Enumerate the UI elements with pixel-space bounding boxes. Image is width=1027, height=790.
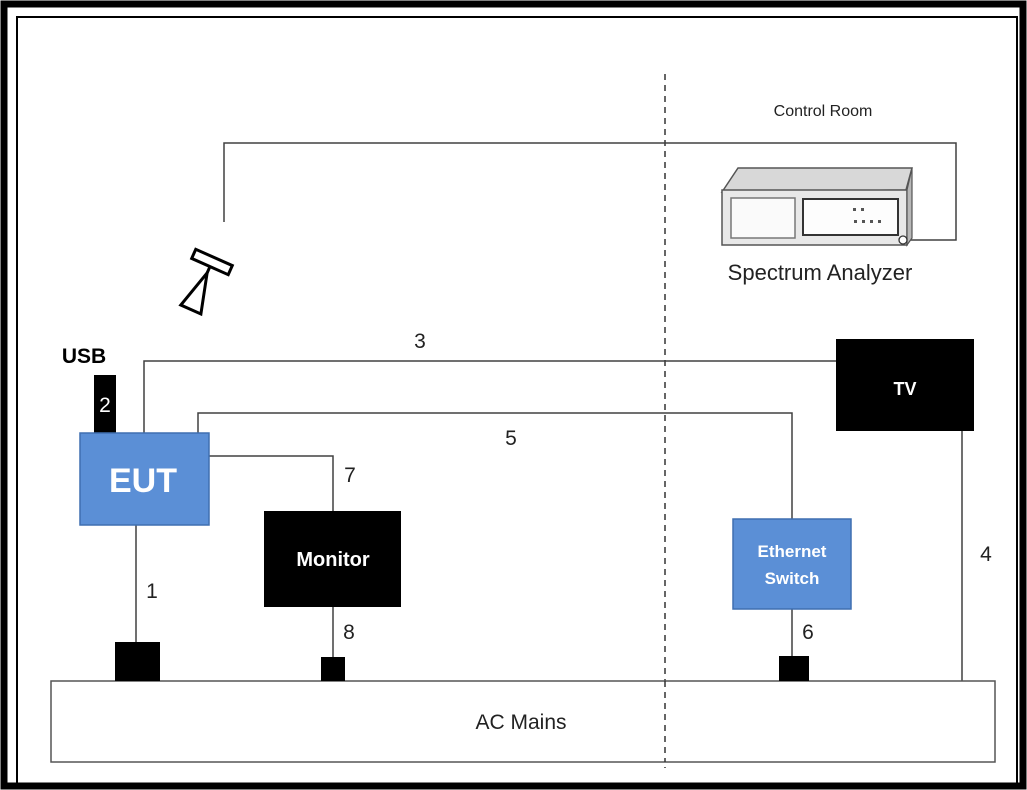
spectrum-analyzer-label: Spectrum Analyzer <box>728 260 913 285</box>
ac-mains-bar <box>50 680 996 763</box>
cable-7-label: 7 <box>344 464 356 487</box>
monitor-power-plug <box>321 657 345 681</box>
cable-8-label: 8 <box>343 621 355 644</box>
cable-5-label: 5 <box>505 427 517 450</box>
cable-5 <box>197 412 793 519</box>
monitor-label: Monitor <box>296 549 370 571</box>
ethernet-switch-label-1: Ethernet <box>758 542 827 561</box>
switch-power-plug <box>779 656 809 681</box>
control-room-label: Control Room <box>774 103 873 120</box>
ethernet-switch-box <box>732 518 852 610</box>
cable-1-label: 1 <box>146 580 158 603</box>
usb-label: USB <box>62 345 106 368</box>
usb-device <box>94 375 116 435</box>
tv-box <box>836 339 974 431</box>
cable-4-label: 4 <box>980 543 992 566</box>
ac-mains-label: AC Mains <box>475 711 566 734</box>
monitor-box <box>264 511 401 607</box>
cable-3 <box>143 360 836 433</box>
cable-7 <box>209 455 334 511</box>
eut-power-plug <box>115 642 160 681</box>
tv-label: TV <box>893 379 916 399</box>
antenna-cable <box>223 142 957 241</box>
ethernet-switch-label-2: Switch <box>765 569 820 588</box>
antenna-icon <box>178 247 235 317</box>
cable-2-label: 2 <box>99 394 111 417</box>
eut-label: EUT <box>109 462 177 500</box>
spectrum-analyzer-icon <box>720 167 913 247</box>
cable-3-label: 3 <box>414 330 426 353</box>
inner-frame <box>16 16 1018 786</box>
cable-6-label: 6 <box>802 621 814 644</box>
eut-box <box>79 432 210 526</box>
